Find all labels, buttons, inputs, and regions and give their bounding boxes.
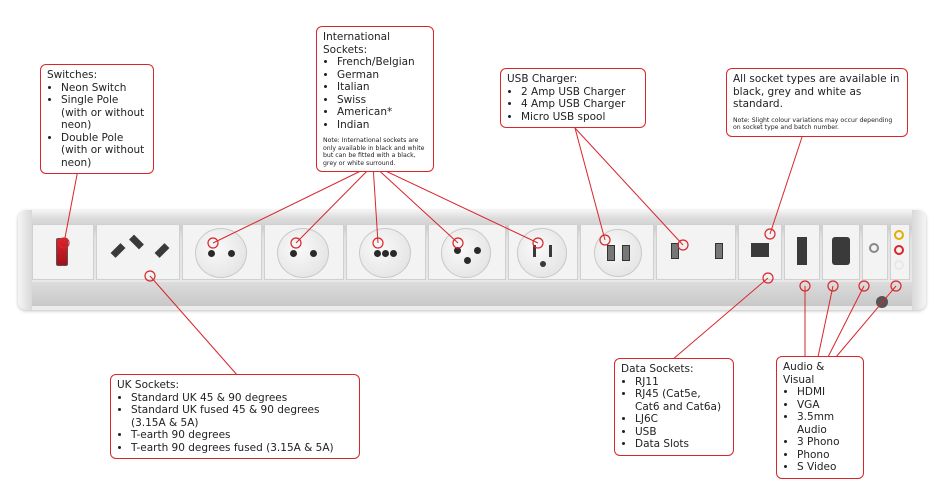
leader-colours xyxy=(769,127,806,235)
leader-av xyxy=(804,285,897,358)
list-item: 4 Amp USB Charger xyxy=(521,98,639,111)
vga-module xyxy=(822,224,860,280)
usb-port-icon xyxy=(715,243,723,259)
callout-colours: All socket types are available in black,… xyxy=(726,68,908,137)
vga-port-icon xyxy=(832,237,850,265)
callout-title: International Sockets: xyxy=(323,31,391,56)
german-socket-module xyxy=(264,224,344,280)
marker-american xyxy=(532,237,544,249)
list-item: German xyxy=(337,69,427,82)
callout-usb-charger: USB Charger: 2 Amp USB Charger 4 Amp USB… xyxy=(500,68,646,128)
marker-usb-spool xyxy=(677,239,689,251)
callout-switches: Switches: Neon Switch Single Pole (with … xyxy=(40,64,154,174)
list-item: 2 Amp USB Charger xyxy=(521,86,639,99)
list-item: Indian xyxy=(337,119,427,132)
list-item: French/Belgian xyxy=(337,56,427,69)
audio-jack-module xyxy=(862,224,888,280)
rj45-port-icon xyxy=(751,243,769,257)
list-item: Neon Switch xyxy=(61,82,147,95)
leader-data xyxy=(671,277,769,361)
french-socket-module xyxy=(182,224,262,280)
marker-colour xyxy=(764,228,776,240)
list-item: RJ45 (Cat5e, Cat6 and Cat6a) xyxy=(635,388,727,413)
phono-yellow-icon xyxy=(894,230,904,240)
callout-note: Note: International sockets are only ava… xyxy=(323,137,425,167)
callout-international: International Sockets: French/Belgian Ge… xyxy=(316,26,434,173)
list-item: VGA xyxy=(797,399,857,412)
callout-note: Note: Slight colour variations may occur… xyxy=(733,116,893,132)
american-socket-icon xyxy=(517,228,567,278)
list-item: 3 Phono xyxy=(797,436,857,449)
marker-switch xyxy=(58,237,70,249)
list-item: Swiss xyxy=(337,94,427,107)
italian-socket-module xyxy=(346,224,426,280)
usb-spool-module xyxy=(656,224,736,280)
list-item: American* xyxy=(337,106,427,119)
marker-usb-charger xyxy=(599,234,611,246)
list-item: Standard UK 45 & 90 degrees xyxy=(131,392,353,405)
callout-title: USB Charger: xyxy=(507,73,578,85)
marker-hdmi xyxy=(799,280,811,292)
endcap-right xyxy=(912,210,926,310)
leader-international xyxy=(212,164,539,244)
callout-title: All socket types are available in black,… xyxy=(733,73,900,110)
callout-title: Data Sockets: xyxy=(621,363,694,375)
marker-italian xyxy=(372,237,384,249)
list-item: Double Pole (with or without neon) xyxy=(61,132,147,170)
leader-usb xyxy=(574,127,684,246)
marker-phono xyxy=(890,280,902,292)
callout-data: Data Sockets: RJ11 RJ45 (Cat5e, Cat6 and… xyxy=(614,358,734,456)
list-item: Italian xyxy=(337,81,427,94)
list-item: USB xyxy=(635,426,727,439)
audio-jack-icon xyxy=(869,243,879,253)
list-item: Data Slots xyxy=(635,438,727,451)
list-item: S Video xyxy=(797,461,857,474)
strip-base xyxy=(32,282,912,306)
swiss-socket-module xyxy=(428,224,506,280)
callout-uk: UK Sockets: Standard UK 45 & 90 degrees … xyxy=(110,374,360,459)
list-item: Single Pole (with or without neon) xyxy=(61,94,147,132)
italian-socket-icon xyxy=(359,228,411,278)
list-item: T-earth 90 degrees fused (3.15A & 5A) xyxy=(131,442,353,455)
hdmi-port-icon xyxy=(797,237,807,265)
phono-white-icon xyxy=(894,260,904,270)
list-item: Phono xyxy=(797,449,857,462)
usb-port-icon xyxy=(671,243,679,259)
list-item: RJ11 xyxy=(635,376,727,389)
marker-vga xyxy=(827,280,839,292)
list-item: Micro USB spool xyxy=(521,111,639,124)
switch-module xyxy=(32,224,94,280)
marker-swiss xyxy=(452,237,464,249)
hdmi-module xyxy=(784,224,820,280)
marker-audio xyxy=(858,280,870,292)
list-item: T-earth 90 degrees xyxy=(131,429,353,442)
endcap-left xyxy=(18,210,32,310)
callout-title: Audio & Visual xyxy=(783,361,825,386)
swiss-socket-icon xyxy=(441,228,491,278)
list-item: HDMI xyxy=(797,386,857,399)
french-socket-icon xyxy=(195,228,247,278)
power-strip xyxy=(18,210,926,310)
american-socket-module xyxy=(508,224,578,280)
uk-socket-module xyxy=(96,224,180,280)
callout-title: UK Sockets: xyxy=(117,379,180,391)
phono-red-icon xyxy=(894,245,904,255)
marker-uk xyxy=(144,270,156,282)
leader-uk xyxy=(149,275,239,377)
marker-data xyxy=(762,272,774,284)
phono-module xyxy=(890,224,910,280)
list-item: Standard UK fused 45 & 90 degrees (3.15A… xyxy=(131,404,353,429)
list-item: 3.5mm Audio xyxy=(797,411,857,436)
usb-charger-icon xyxy=(594,229,642,277)
usb-charger-module xyxy=(580,224,654,280)
callout-av: Audio & Visual HDMI VGA 3.5mm Audio 3 Ph… xyxy=(776,356,864,479)
list-item: LJ6C xyxy=(635,413,727,426)
callout-title: Switches: xyxy=(47,69,98,81)
marker-german xyxy=(290,237,302,249)
marker-french xyxy=(207,237,219,249)
